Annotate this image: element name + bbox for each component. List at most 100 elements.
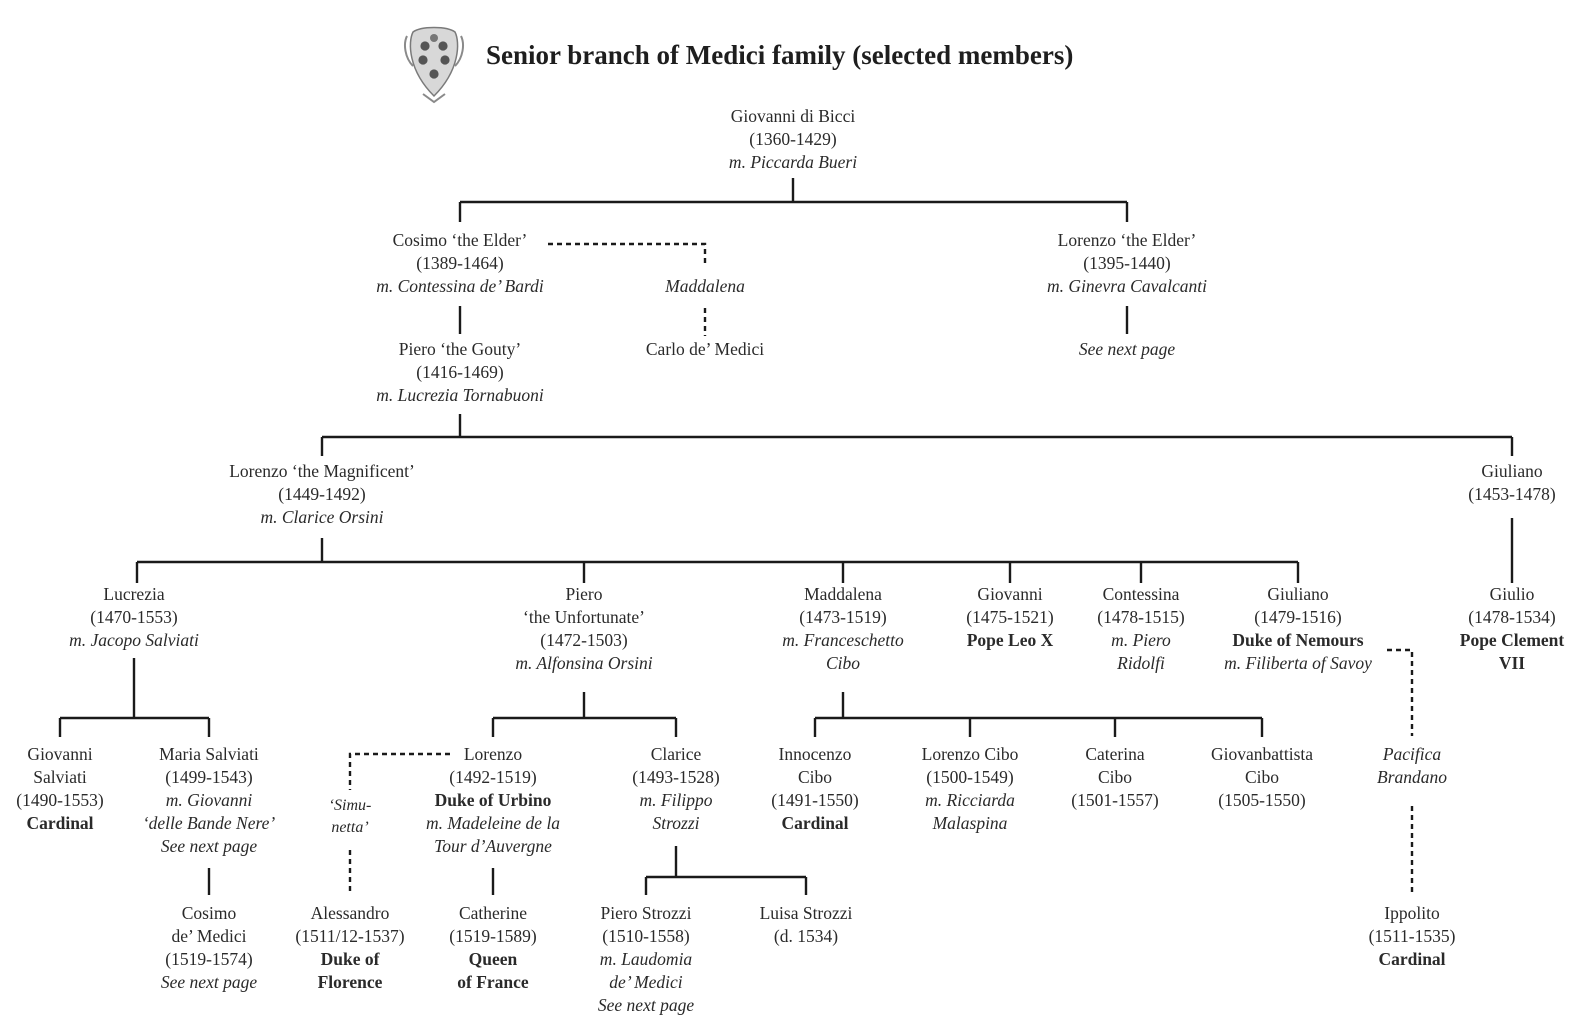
person-name: Piero Strozzi [600,903,692,923]
person-spouse: m. Franceschetto [782,630,904,650]
person-spouse: m. Ricciarda [925,790,1015,810]
person-title-cont: VII [1498,653,1526,673]
person-spouse-cont: Malaspina [932,813,1008,833]
person-dates: (1499-1543) [165,767,253,787]
person-spouse: m. Contessina de’ Bardi [376,276,544,296]
person-name: Lorenzo Cibo [921,744,1019,764]
person-dates: (1478-1534) [1468,607,1556,627]
person-spouse: m. Filippo [639,790,713,810]
person-giovanni-pope-leo: Giovanni (1475-1521) Pope Leo X [966,583,1053,652]
note-text: See next page [1078,339,1176,359]
person-giovanni-salviati: Giovanni Salviati (1490-1553) Cardinal [16,743,103,835]
person-cosimo-de-medici: Cosimo de’ Medici (1519-1574) See next p… [161,902,257,994]
person-cosimo-the-elder: Cosimo ‘the Elder’ (1389-1464) m. Contes… [376,229,544,298]
person-name: Maddalena [804,584,882,604]
person-name: Lucrezia [103,584,165,604]
person-dates: (1501-1557) [1071,790,1159,810]
person-lorenzo-cibo: Lorenzo Cibo (1500-1549) m. Ricciarda Ma… [922,743,1019,835]
person-catherine: Catherine (1519-1589) Queen of France [449,902,536,994]
person-title: Duke of [320,949,380,969]
person-name-cont: Cibo [1244,767,1280,787]
person-dates: (1505-1550) [1218,790,1306,810]
person-epithet: ‘the Unfortunate’ [523,607,645,627]
person-giuliano-1453: Giuliano (1453-1478) [1468,460,1555,506]
person-title-cont: of France [457,972,529,992]
person-spouse-cont: ‘delle Bande Nere’ [142,813,276,833]
person-spouse-cont: Cibo [825,653,861,673]
person-lorenzo-the-magnificent: Lorenzo ‘the Magnificent’ (1449-1492) m.… [229,460,415,529]
person-spouse: m. Piero [1111,630,1171,650]
person-spouse: m. Clarice Orsini [260,507,384,527]
person-title: Cardinal [1378,949,1446,969]
person-name: Ippolito [1384,903,1440,923]
person-maddalena-1473: Maddalena (1473-1519) m. Franceschetto C… [782,583,904,675]
person-name: Lorenzo ‘the Magnificent’ [229,461,415,481]
person-pacifica-brandano: Pacifica Brandano [1377,743,1447,789]
person-luisa-strozzi: Luisa Strozzi (d. 1534) [760,902,853,948]
person-dates: (1389-1464) [416,253,504,273]
person-dates: (1519-1574) [165,949,253,969]
person-name: Giovanni [27,744,93,764]
person-spouse: m. Jacopo Salviati [69,630,199,650]
person-name: Luisa Strozzi [759,903,853,923]
person-name: ‘Simu- [328,797,372,814]
person-title: Duke of Urbino [434,790,552,810]
person-carlo-de-medici: Carlo de’ Medici [646,338,764,361]
person-title: Cardinal [781,813,849,833]
person-title-cont: Florence [317,972,383,992]
person-name: Piero ‘the Gouty’ [398,339,522,359]
person-title: Pope Clement [1459,630,1565,650]
person-name-cont: de’ Medici [171,926,247,946]
person-lucrezia: Lucrezia (1470-1553) m. Jacopo Salviati [69,583,199,652]
person-dates: (1511/12-1537) [295,926,405,946]
person-maddalena-mistress: Maddalena [665,275,745,298]
person-name: Giuliano [1481,461,1543,481]
person-dates: (1493-1528) [632,767,720,787]
person-name: Innocenzo [778,744,852,764]
person-clarice: Clarice (1493-1528) m. Filippo Strozzi [632,743,719,835]
person-spouse: m. Ginevra Cavalcanti [1047,276,1207,296]
person-spouse: m. Filiberta of Savoy [1224,653,1372,673]
person-name-cont: netta’ [331,819,369,836]
person-dates: (1490-1553) [16,790,104,810]
person-contessina: Contessina (1478-1515) m. Piero Ridolfi [1097,583,1184,675]
person-spouse-cont: Tour d’Auvergne [434,836,552,856]
person-name: Giuliano [1267,584,1329,604]
person-name: Cosimo [181,903,237,923]
see-next-page-note: See next page [160,836,258,856]
person-spouse: m. Madeleine de la [425,813,561,833]
person-name: Lorenzo [463,744,523,764]
person-spouse: m. Laudomia [599,949,693,969]
person-dates: (1416-1469) [416,362,504,382]
person-dates: (1511-1535) [1368,926,1456,946]
person-name: Giovanni di Bicci [730,106,856,126]
person-name: Giulio [1489,584,1535,604]
see-next-page-note: See next page [1079,338,1175,361]
person-spouse: m. Lucrezia Tornabuoni [376,385,544,405]
person-spouse-cont: Ridolfi [1117,653,1165,673]
person-giuliano-nemours: Giuliano (1479-1516) Duke of Nemours m. … [1224,583,1372,675]
person-dates: (1500-1549) [926,767,1014,787]
person-giulio-clement: Giulio (1478-1534) Pope Clement VII [1460,583,1565,675]
person-dates: (1453-1478) [1468,484,1556,504]
person-name-cont: Cibo [1097,767,1133,787]
person-piero-the-gouty: Piero ‘the Gouty’ (1416-1469) m. Lucrezi… [376,338,543,407]
person-name: Catherine [458,903,528,923]
person-dates: (1478-1515) [1097,607,1185,627]
person-name: Carlo de’ Medici [645,339,765,359]
person-piero-the-unfortunate: Piero ‘the Unfortunate’ (1472-1503) m. A… [515,583,652,675]
person-dates: (1473-1519) [799,607,887,627]
person-name: Giovanni [977,584,1043,604]
person-spouse: m. Alfonsina Orsini [515,653,653,673]
person-dates: (1472-1503) [540,630,628,650]
person-name: Caterina [1085,744,1145,764]
person-lorenzo-the-elder: Lorenzo ‘the Elder’ (1395-1440) m. Ginev… [1047,229,1207,298]
person-piero-strozzi: Piero Strozzi (1510-1558) m. Laudomia de… [598,902,694,1017]
person-maria-salviati: Maria Salviati (1499-1543) m. Giovanni ‘… [143,743,276,858]
person-dates: (1360-1429) [749,129,837,149]
person-dates: (1510-1558) [602,926,690,946]
person-title: Queen [468,949,518,969]
person-name: Maddalena [665,276,745,296]
person-ippolito: Ippolito (1511-1535) Cardinal [1369,902,1456,971]
